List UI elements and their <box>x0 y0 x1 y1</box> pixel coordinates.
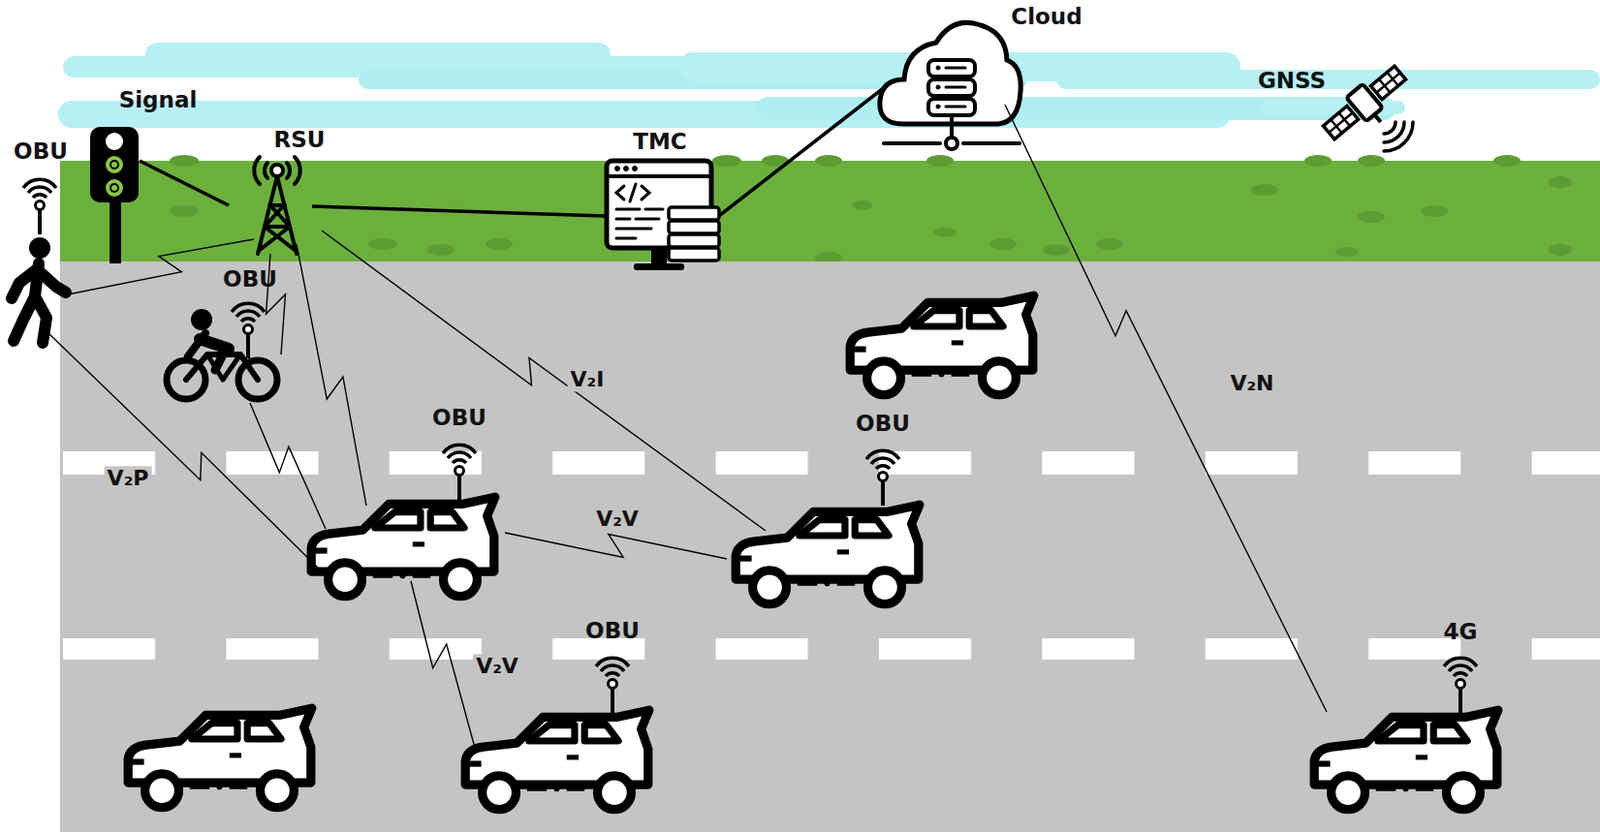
vehicle-obu-node: OBU <box>457 645 657 818</box>
wireless-link <box>296 244 367 506</box>
wire-link <box>720 83 890 216</box>
cloud-node: Cloud <box>878 13 1024 152</box>
node-label: Signal <box>119 88 198 113</box>
node-label: GNSS <box>1257 68 1326 94</box>
wireless-link <box>504 533 727 560</box>
traffic-signal <box>90 126 139 264</box>
rsu-tower <box>253 156 300 254</box>
node-label: 4G <box>1443 620 1478 645</box>
road <box>60 261 1600 832</box>
sky-clouds <box>58 42 1600 128</box>
cloud-server <box>879 22 1021 150</box>
link-label: V₂P <box>104 466 153 491</box>
grass-band <box>60 155 1600 264</box>
tmc-node: TMC <box>602 156 722 274</box>
link-label: V₂V <box>472 654 522 679</box>
wire-link <box>139 160 229 206</box>
wire-link <box>312 206 605 217</box>
wireless-link <box>410 581 475 749</box>
node-label: OBU <box>432 406 487 431</box>
cyclist-obu-node: OBU <box>162 290 285 421</box>
tmc-computer <box>606 160 720 271</box>
node-label: OBU <box>222 267 278 292</box>
link-label: V₂I <box>567 367 608 392</box>
vehicle-4g-node: 4G <box>1306 645 1506 818</box>
node-label: OBU <box>13 139 68 164</box>
pedestrian-obu-node: OBU <box>3 166 72 351</box>
node-label: OBU <box>855 411 910 437</box>
link-label: V₂N <box>1226 371 1277 396</box>
vehicles <box>127 295 1499 811</box>
vehicle-obu-node: OBU <box>303 432 502 605</box>
cyclist-figure <box>166 303 278 400</box>
node-label: Cloud <box>1010 4 1082 30</box>
gnss-node: GNSS <box>1313 58 1415 156</box>
traffic-signal-node: Signal <box>90 125 139 264</box>
wireless-link <box>321 230 766 532</box>
node-label: RSU <box>274 127 326 153</box>
wireless-link <box>250 403 326 530</box>
vehicle-obu-node: OBU <box>727 438 927 613</box>
rsu-node: RSU <box>242 155 313 257</box>
gnss-satellite <box>1318 61 1417 153</box>
link-label: V₂V <box>593 506 642 532</box>
wireless-link <box>266 253 286 355</box>
wireless-link <box>48 333 326 576</box>
node-label: TMC <box>632 129 687 155</box>
node-label: OBU <box>585 619 640 644</box>
wireless-link <box>67 239 254 295</box>
wireless-link <box>1004 104 1327 713</box>
pedestrian-figure <box>11 179 66 344</box>
